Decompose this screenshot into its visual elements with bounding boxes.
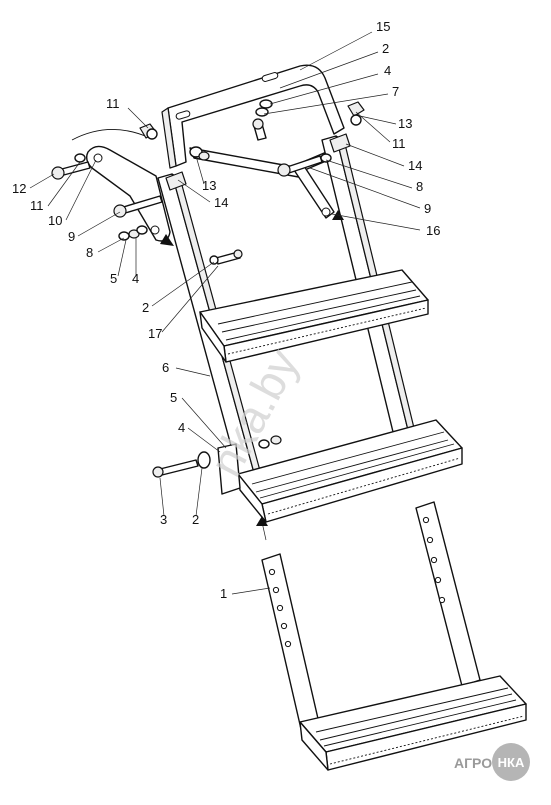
callout-6: 6: [162, 360, 169, 375]
callout-9: 9: [424, 201, 431, 216]
callout-10: 10: [48, 213, 62, 228]
callout-15: 15: [376, 19, 390, 34]
up-arrow-icon: [256, 516, 268, 526]
callout-12: 12: [12, 181, 26, 196]
leader-lines: [29, 31, 421, 595]
diagonal-strut: [293, 165, 335, 219]
fasteners: [51, 99, 365, 495]
callout-labels: 15 2 4 7 13 11 14 8 9 16 11 13 14 12 11 …: [12, 19, 440, 601]
callout-11: 11: [106, 96, 120, 111]
callout-17: 17: [148, 326, 162, 341]
callout-14: 14: [214, 195, 228, 210]
pointer-arrow-icon: [160, 234, 174, 246]
extension-holes: [268, 516, 446, 648]
callout-8: 8: [416, 179, 423, 194]
callout-11: 11: [30, 198, 44, 213]
callout-9: 9: [68, 229, 75, 244]
callout-13: 13: [202, 178, 216, 193]
callout-11: 11: [392, 136, 406, 151]
callout-3: 3: [160, 512, 167, 527]
callout-13: 13: [398, 116, 412, 131]
callout-4: 4: [384, 63, 391, 78]
logo-left-text: АГРО: [454, 755, 492, 771]
callout-14: 14: [408, 158, 422, 173]
logo: АГРО НКА: [454, 743, 530, 781]
callout-8: 8: [86, 245, 93, 260]
callout-2: 2: [192, 512, 199, 527]
callout-5: 5: [110, 271, 117, 286]
top-bracket: [161, 64, 345, 169]
callout-4: 4: [178, 420, 185, 435]
left-mounting-plate: [71, 129, 171, 242]
callout-2: 2: [382, 41, 389, 56]
callout-5: 5: [170, 390, 177, 405]
middle-step: [237, 419, 463, 523]
lower-extension: [261, 501, 527, 771]
logo-right-text: НКА: [498, 755, 525, 770]
callout-16: 16: [426, 223, 440, 238]
callout-1: 1: [220, 586, 227, 601]
callout-2: 2: [142, 300, 149, 315]
logo-badge-icon: [492, 743, 530, 781]
callout-4: 4: [132, 271, 139, 286]
callout-7: 7: [392, 84, 399, 99]
upper-step: [199, 269, 429, 363]
